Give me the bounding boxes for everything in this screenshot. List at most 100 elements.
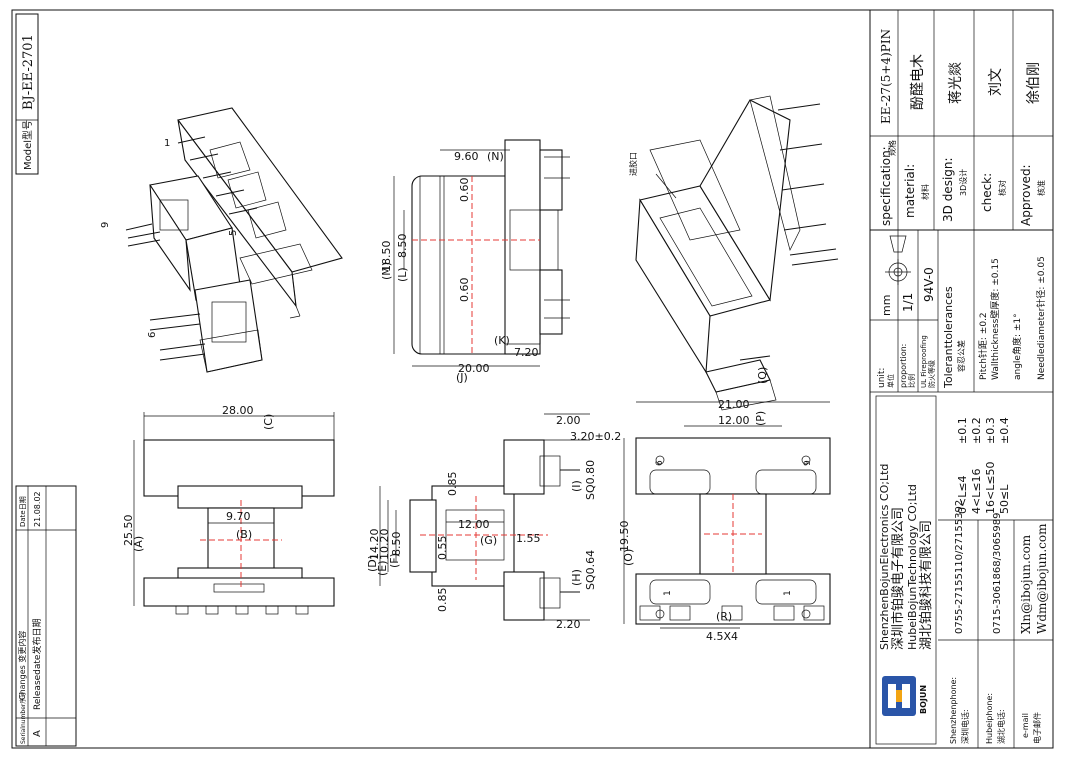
design-label: 3D design:	[941, 157, 955, 222]
model-value: BJ-EE-2701	[21, 34, 36, 110]
design-label-cn: 3D设计	[958, 169, 968, 196]
tol-general-2: angle角度: ±1°	[1011, 313, 1023, 380]
spec-label: specification:	[879, 146, 893, 226]
top-view: 9.60 (N) 0.60 18.50 (M) 8.50 (L) 0.60 20…	[380, 139, 570, 384]
unit-label: unit:	[877, 368, 887, 388]
injection-gate-note: 进胶口	[628, 152, 638, 176]
dim-mid: 8.50	[396, 234, 409, 259]
dim-sq2-tag: (H)	[570, 569, 583, 586]
logo-text: BOJUN	[919, 685, 928, 714]
dim-mid-tag: (L)	[396, 267, 409, 282]
material-label: material:	[903, 164, 917, 218]
phone-sz-value: 0755-27155110/27155392	[954, 500, 965, 634]
check-label: check:	[980, 173, 994, 212]
dim-d7: 1.55	[516, 532, 541, 545]
model-label: Model型号	[21, 120, 34, 170]
bojun-logo: BOJUN	[882, 676, 928, 716]
pin-label-9: 9	[100, 222, 111, 228]
dim-sq2: SQ0.64	[584, 550, 597, 590]
pin-label-6: 6	[147, 332, 158, 338]
proportion-value: 1/1	[901, 293, 915, 312]
check-value: 刘文	[988, 68, 1004, 96]
row-change: Releasedate发布日期	[31, 619, 43, 710]
drawing-border	[11, 9, 1054, 749]
dim-n-tag: (N)	[487, 150, 504, 163]
unit-label-cn: 单位	[886, 374, 895, 388]
dim-bot: 2.20	[556, 618, 581, 631]
dim-d3-tag: (E)	[376, 560, 389, 576]
phone-hb-label: Hubeiphone:	[985, 693, 994, 744]
dim-p-tag: (P)	[754, 411, 767, 426]
dim-k: 7.20	[514, 346, 539, 359]
dim-top2: 3.20±0.2	[570, 430, 621, 443]
dim-h: 18.50	[380, 241, 393, 273]
tol-general-1: Wallthickness壁厚度: ±0.15	[989, 258, 1001, 380]
unit-value: mm	[880, 295, 893, 316]
pin-num-1a: 1	[663, 590, 673, 596]
dim-d5: 0.55	[436, 536, 449, 561]
model-box: Model型号 BJ-EE-2701	[15, 13, 39, 175]
tol-title: Toleranttolerances	[942, 286, 955, 389]
dim-b: 9.70	[226, 510, 251, 523]
tol-value-2: ±0.3	[984, 417, 997, 444]
approved-label: Approved:	[1019, 164, 1033, 226]
pin-num-6: 6	[655, 460, 665, 466]
pin-num-9: 9	[803, 460, 813, 466]
dim-sq1: SQ0.80	[584, 460, 597, 500]
row-serial: A	[32, 730, 43, 737]
dim-d1: 0.85	[446, 472, 459, 497]
tol-value-3: ±0.4	[998, 417, 1011, 444]
tol-range-3: 50≤L	[998, 484, 1011, 514]
dim-w: 20.00	[458, 362, 490, 375]
tol-value-0: ±0.1	[956, 417, 969, 444]
proportion-label-cn: 比例	[907, 374, 916, 388]
iso-view-a: 1 9 5 6	[100, 107, 343, 373]
dim-n: 9.60	[454, 150, 479, 163]
material-value: 酚醛电木	[910, 54, 926, 110]
tol-range-2: 16<L≤50	[984, 461, 997, 514]
fire-value: 94V-0	[922, 267, 936, 302]
tol-range-1: 4<L≤16	[970, 468, 983, 514]
design-value: 蒋光燚	[948, 62, 964, 104]
pin-num-1b: 1	[783, 590, 793, 596]
dim-top-a: 0.60	[458, 178, 471, 203]
tol-title-cn: 容忍公差	[956, 340, 966, 372]
side-view: 0.85 14.20 (D) 10.20 (E) 8.50 (F) 0.55 1…	[366, 413, 621, 631]
dim-q-tag: (Q)	[756, 367, 769, 384]
title-block: specification: 规格 EE-27(5+4)PIN material…	[870, 10, 1053, 748]
dim-d4: 8.50	[390, 532, 403, 557]
dim-d3: 10.20	[378, 529, 391, 561]
proportion-label: proportion:	[899, 344, 908, 388]
email-label: e-mail	[1021, 713, 1030, 738]
dim-d2: 14.20	[368, 529, 381, 561]
company-2: HubeiBojunTechnology CO;Ltd	[906, 484, 919, 650]
dim-a-tag: (A)	[132, 536, 145, 552]
dim-bot-a: 0.60	[458, 278, 471, 303]
dim-h-tag: (M)	[380, 262, 393, 280]
phone-sz-label: Shenzhenphone:	[949, 677, 958, 744]
company-3: 湖北铂骏科技有限公司	[918, 520, 934, 650]
row-date: 21.08.02	[33, 491, 42, 527]
pin-label-1: 1	[164, 138, 170, 149]
dim-p: 12.00	[718, 414, 750, 427]
tol-value-1: ±0.2	[970, 417, 983, 444]
dim-k-tag: (K)	[494, 334, 510, 347]
change-log-table: Serialnumber序号 Changes 变更内容 Date日期 A Rel…	[15, 485, 77, 747]
fire-label: UL Fireproofing	[920, 335, 928, 388]
email-value-0: Xln@ibojun.com	[1019, 534, 1033, 634]
check-label-cn: 核对	[997, 180, 1007, 196]
bottom-view: 28.00 (C) 25.50 (A) 9.70 (B)	[122, 404, 335, 615]
pin-label-5: 5	[228, 230, 239, 236]
email-label-cn: 电子邮件	[1032, 712, 1042, 744]
dim-o: 19.50	[618, 521, 631, 553]
pin-view: 21.00 (Q) 12.00 (P) 19.50 (O) 4.5X4 (R) …	[618, 367, 831, 643]
spec-value: EE-27(5+4)PIN	[879, 29, 893, 124]
tol-range-0: 0<L≤4	[956, 475, 969, 514]
dim-q: 21.00	[718, 398, 750, 411]
dim-d2-tag: (D)	[366, 555, 379, 572]
spec-label-cn: 规格	[887, 140, 897, 156]
tol-general-0: Pitch针距: ±0.2	[977, 312, 989, 380]
phone-hb-value: 0715-3061868/3065989	[992, 513, 1003, 635]
company-1: 深圳市铂骏电子有限公司	[890, 507, 906, 650]
